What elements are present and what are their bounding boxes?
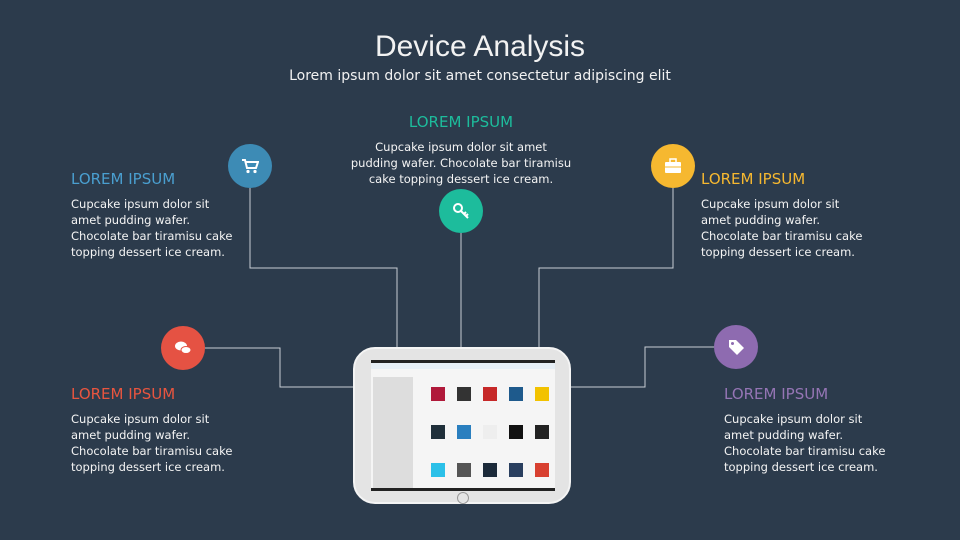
product-thumbnail xyxy=(457,387,471,401)
product-thumbnail xyxy=(483,387,497,401)
product-thumbnail xyxy=(431,425,445,439)
product-thumbnail xyxy=(535,387,549,401)
product-thumbnail xyxy=(483,425,497,439)
info-block-tag: LOREM IPSUM Cupcake ipsum dolor sit amet… xyxy=(724,385,894,475)
tablet-device xyxy=(353,347,571,504)
block-text: Cupcake ipsum dolor sit amet pudding waf… xyxy=(71,197,233,259)
product-thumbnail xyxy=(457,425,471,439)
block-heading: LOREM IPSUM xyxy=(71,170,176,188)
info-block-chat: LOREM IPSUM Cupcake ipsum dolor sit amet… xyxy=(71,385,241,475)
page-title: Device Analysis xyxy=(374,30,586,63)
chat-bubbles-icon xyxy=(161,326,205,370)
block-text: Cupcake ipsum dolor sit amet pudding waf… xyxy=(701,197,863,259)
tag-icon xyxy=(714,325,758,369)
block-heading: LOREM IPSUM xyxy=(701,170,806,188)
product-thumbnail xyxy=(509,425,523,439)
product-thumbnail xyxy=(535,463,549,477)
briefcase-icon xyxy=(651,144,695,188)
key-icon xyxy=(439,189,483,233)
shopping-cart-icon xyxy=(228,144,272,188)
info-block-briefcase: LOREM IPSUM Cupcake ipsum dolor sit amet… xyxy=(701,170,871,260)
block-text: Cupcake ipsum dolor sit amet pudding waf… xyxy=(724,412,886,474)
page-subtitle: Lorem ipsum dolor sit amet consectetur a… xyxy=(289,68,671,84)
block-text: Cupcake ipsum dolor sit amet pudding waf… xyxy=(71,412,233,474)
sidebar-filters xyxy=(373,377,413,488)
product-thumbnail xyxy=(535,425,549,439)
product-thumbnail xyxy=(483,463,497,477)
home-button xyxy=(457,492,469,504)
product-thumbnail xyxy=(431,463,445,477)
info-block-shopping: LOREM IPSUM Cupcake ipsum dolor sit amet… xyxy=(71,170,241,260)
product-thumbnail xyxy=(431,387,445,401)
block-text: Cupcake ipsum dolor sit amet pudding waf… xyxy=(350,140,572,186)
tablet-screen xyxy=(371,360,555,491)
block-heading: LOREM IPSUM xyxy=(724,385,829,403)
block-heading: LOREM IPSUM xyxy=(408,113,514,131)
browser-bar xyxy=(371,363,555,369)
product-thumbnail xyxy=(509,387,523,401)
info-block-key: LOREM IPSUM Cupcake ipsum dolor sit amet… xyxy=(350,113,572,187)
product-thumbnail xyxy=(509,463,523,477)
block-heading: LOREM IPSUM xyxy=(71,385,176,403)
product-thumbnail xyxy=(457,463,471,477)
